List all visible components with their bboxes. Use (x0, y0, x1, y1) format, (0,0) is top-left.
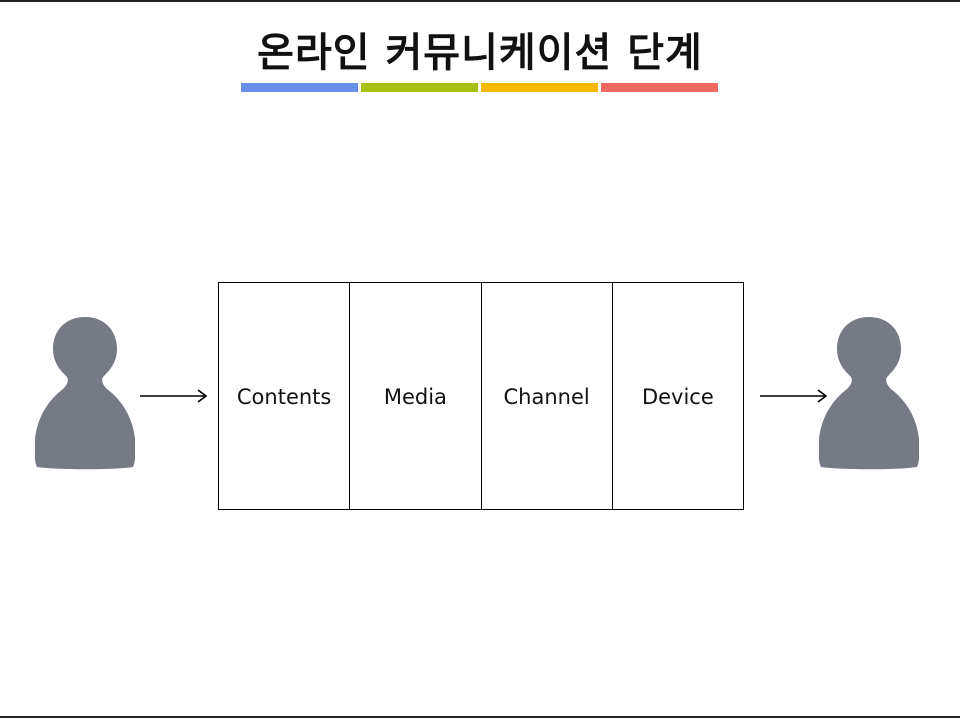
stage-media: Media (350, 283, 482, 509)
stage-label: Channel (503, 385, 590, 409)
sender-person-icon (35, 317, 135, 470)
stage-device: Device (613, 283, 743, 509)
stage-label: Media (383, 385, 447, 409)
communication-stages: Contents Media Channel Device (218, 282, 744, 510)
underline-segment-red (601, 83, 718, 92)
stage-label: Device (641, 385, 714, 409)
receiver-person-icon (819, 317, 919, 470)
arrow-right-icon (140, 389, 208, 403)
stage-contents: Contents (219, 283, 351, 509)
arrow-right-icon (760, 389, 828, 403)
top-border (0, 0, 960, 2)
stage-channel: Channel (482, 283, 613, 509)
stage-label: Contents (236, 385, 332, 409)
underline-segment-green (361, 83, 478, 92)
underline-segment-blue (241, 83, 358, 92)
bottom-border (0, 716, 960, 718)
title-underline (241, 83, 719, 92)
underline-segment-yellow (481, 83, 598, 92)
slide-title: 온라인 커뮤니케이션 단계 (257, 30, 703, 76)
